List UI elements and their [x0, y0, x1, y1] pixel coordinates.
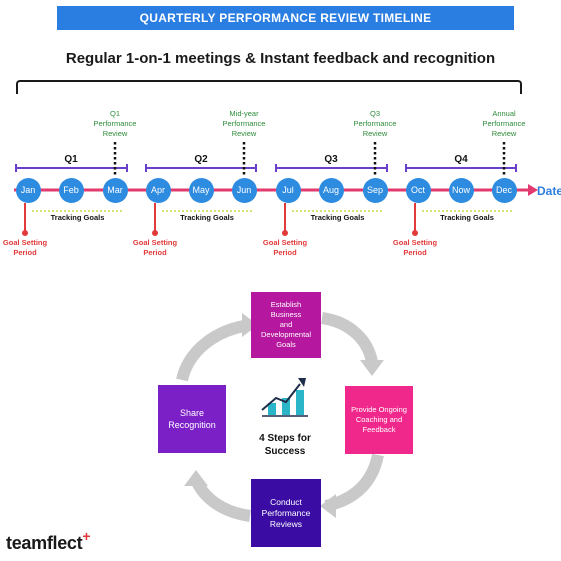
review-label: Q3 Performance Review [353, 109, 397, 138]
goal-setting-label: Goal Setting Period [2, 238, 48, 257]
month-feb: Feb [58, 177, 84, 203]
step-performance-reviews: Conduct Performance Reviews [251, 479, 321, 547]
cycle-arrowhead-bottom-left [184, 470, 208, 486]
review-label: Annual Performance Review [482, 109, 526, 138]
month-jul: Jul [275, 177, 301, 203]
quarter-label: Q3 [324, 154, 338, 165]
logo-mark: + [82, 528, 91, 544]
tracking-goals-label: Tracking Goals [310, 213, 365, 222]
teamflect-logo: teamflect+ [6, 528, 91, 554]
subtitle: Regular 1-on-1 meetings & Instant feedba… [65, 50, 496, 67]
month-jan: Jan [15, 177, 41, 203]
bracket [16, 80, 522, 94]
tracking-goals-label: Tracking Goals [180, 213, 234, 222]
quarter-label: Q1 [64, 154, 78, 165]
goal-setting-label: Goal Setting Period [392, 238, 438, 257]
growth-chart-icon [261, 378, 308, 417]
logo-text: teamflect [6, 533, 83, 553]
tracking-goals-label: Tracking Goals [440, 213, 494, 222]
month-jun: Jun [231, 177, 257, 203]
cycle-arrowhead-bottom-right [320, 494, 336, 518]
step-establish-goals: Establish Business and Developmental Goa… [251, 292, 321, 358]
step-label: Share Recognition [168, 408, 216, 430]
month-aug: Aug [318, 177, 344, 203]
cycle-arrowhead-top-right [360, 360, 384, 376]
month-dec: Dec [491, 177, 517, 203]
step-coaching-feedback: Provide Ongoing Coaching and Feedback [345, 386, 413, 454]
review-label: Q1 Performance Review [93, 109, 137, 138]
goal-setting-label: Goal Setting Period [262, 238, 308, 257]
cycle-arrow-top-right [320, 312, 378, 364]
month-apr: Apr [145, 177, 171, 203]
tracking-goals-label: Tracking Goals [50, 213, 105, 222]
quarter-label: Q4 [454, 154, 468, 165]
cycle-center-label: 4 Steps for Success [259, 433, 311, 457]
month-oct: Oct [405, 177, 431, 203]
step-share-recognition: Share Recognition [158, 385, 226, 453]
month-now: Now [448, 177, 474, 203]
month-sep: Sep [362, 177, 388, 203]
month-mar: Mar [102, 177, 128, 203]
step-label: Conduct Performance Reviews [261, 496, 311, 529]
goal-setting-label: Goal Setting Period [132, 238, 178, 257]
step-label: Provide Ongoing Coaching and Feedback [351, 405, 407, 434]
month-may: May [188, 177, 214, 203]
cycle-arrow-top-left [176, 319, 252, 382]
axis-label: Date [537, 184, 561, 198]
page-title-banner: QUARTERLY PERFORMANCE REVIEW TIMELINE [57, 6, 514, 30]
step-label: Establish Business and Developmental Goa… [260, 300, 312, 349]
quarter-label: Q2 [194, 154, 208, 165]
review-label: Mid-year Performance Review [222, 109, 266, 138]
cycle-arrowhead-top-left [242, 313, 258, 337]
